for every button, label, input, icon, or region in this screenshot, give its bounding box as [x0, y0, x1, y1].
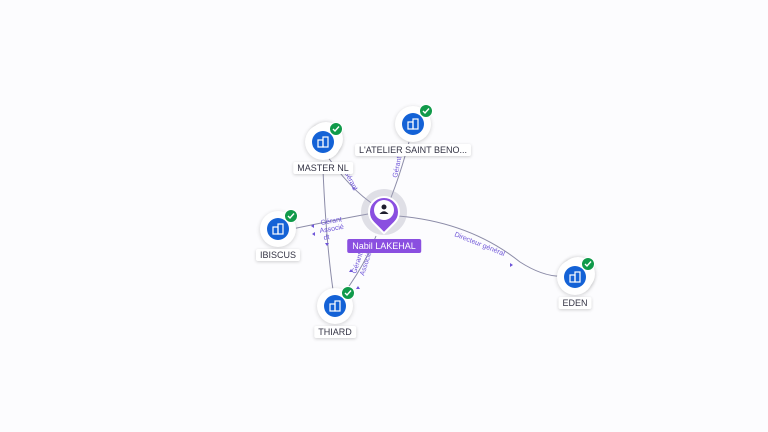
verified-check-icon [284, 209, 298, 223]
building-icon [267, 218, 289, 240]
building-icon [324, 295, 346, 317]
edge-ibiscus-person [291, 213, 369, 230]
arrow-thiard-2 [349, 269, 353, 272]
verified-check-icon [581, 257, 595, 271]
verified-check-icon [419, 104, 433, 118]
person-icon [374, 200, 394, 220]
edge-label-ibiscus-3: dt [323, 234, 330, 242]
company-label: IBISCUS [255, 249, 301, 261]
verified-check-icon [341, 286, 355, 300]
edge-person-eden [397, 215, 566, 277]
edge-master-thiard [322, 169, 334, 291]
edge-label-ibiscus-1: Gérant [320, 216, 342, 227]
building-icon [312, 131, 334, 153]
company-label: EDEN [558, 297, 592, 309]
edge-label-eden: Directeur général [453, 231, 506, 258]
arrow-thiard-3 [356, 286, 360, 289]
company-label: MASTER NL [293, 162, 353, 174]
company-label: L'ATELIER SAINT BENO... [355, 144, 471, 156]
arrow-eden [510, 263, 513, 267]
arrow-thiard [325, 243, 329, 246]
edge-label-atelier: Gérant [392, 156, 403, 178]
arrow-ibiscus [311, 224, 314, 228]
arrow-ibiscus-2 [312, 232, 315, 236]
verified-check-icon [329, 122, 343, 136]
company-label: THIARD [314, 326, 356, 338]
person-label: Nabil LAKEHAL [347, 239, 421, 253]
building-icon [402, 113, 424, 135]
building-icon [564, 266, 586, 288]
edge-label-ibiscus-2: Associé [319, 224, 344, 235]
arrow-master [352, 187, 355, 190]
